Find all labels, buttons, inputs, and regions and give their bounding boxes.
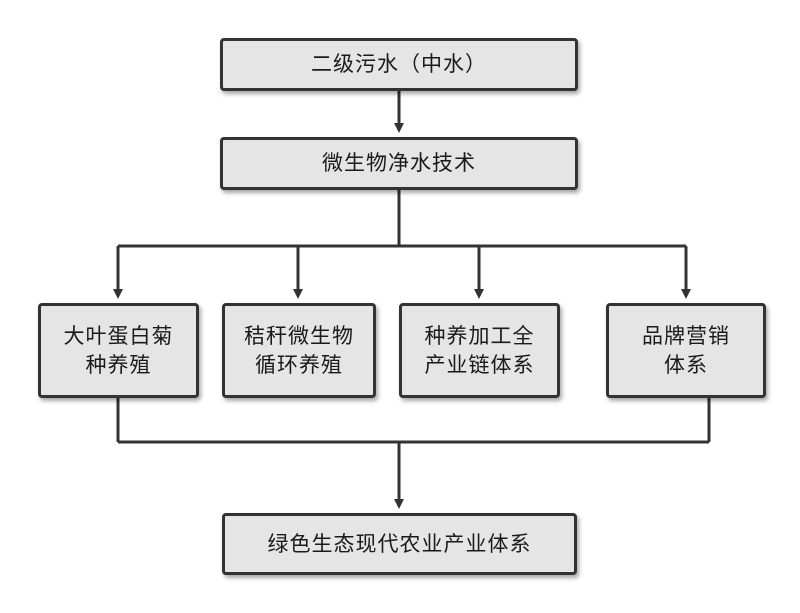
node-brand-marketing: 品牌营销体系	[606, 303, 766, 398]
node-full-industry-chain-label: 种养加工全产业链体系	[424, 323, 535, 377]
node-secondary-sewage: 二级污水（中水）	[220, 38, 578, 91]
node-chrysanthemum-farming-label: 大叶蛋白菊种养殖	[63, 323, 174, 377]
node-chrysanthemum-farming: 大叶蛋白菊种养殖	[38, 303, 199, 398]
node-straw-microbial-farming: 秸秆微生物循环养殖	[222, 303, 376, 398]
node-green-modern-agriculture-label: 绿色生态现代农业产业体系	[267, 531, 532, 556]
node-brand-marketing-label: 品牌营销体系	[642, 323, 730, 377]
node-microbial-water-purification: 微生物净水技术	[220, 137, 578, 190]
node-green-modern-agriculture: 绿色生态现代农业产业体系	[222, 513, 577, 575]
node-full-industry-chain: 种养加工全产业链体系	[399, 303, 560, 398]
node-straw-microbial-farming-label: 秸秆微生物循环养殖	[244, 323, 354, 377]
node-secondary-sewage-label: 二级污水（中水）	[311, 52, 487, 77]
node-microbial-water-purification-label: 微生物净水技术	[322, 151, 476, 176]
